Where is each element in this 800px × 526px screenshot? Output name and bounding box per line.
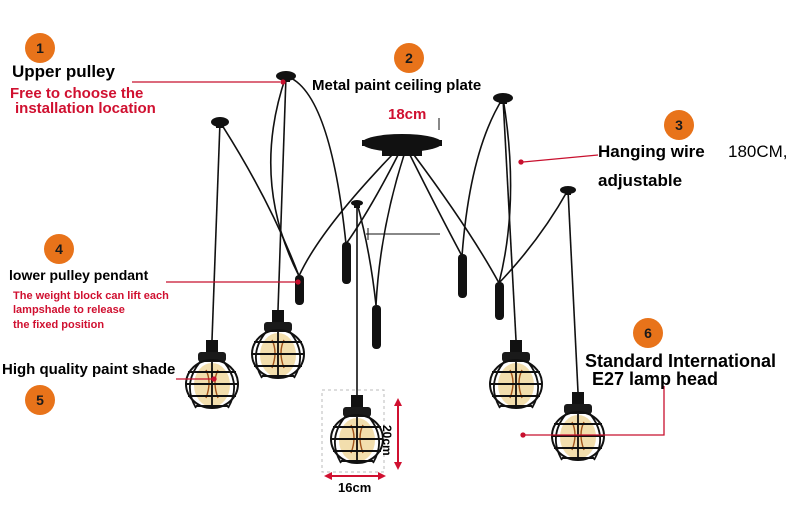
badge-5: 5 [25,385,55,415]
shade-label: High quality paint shade [2,361,176,378]
badge-4: 4 [44,234,74,264]
upper-pulley-note-line1: Free to choose the [10,85,144,102]
badge-1: 1 [25,33,55,63]
lamp-head-label-line2: E27 lamp head [592,369,719,389]
lower-pulley-note-line2: lampshade to release [13,304,125,316]
lamp-cage [330,394,384,464]
lamp-cage [185,339,239,409]
ceiling-plate [362,134,442,156]
upper-pulley-note-line2: installation location [15,100,156,117]
upper-pulleys [211,71,576,208]
badge-6: 6 [633,318,663,348]
lower-pulley-label: lower pulley pendant [9,267,149,283]
hanging-wire-length: 180CM, [728,142,788,161]
hanging-wires [211,75,579,395]
lower-pulley-note-line1: The weight block can lift each [13,290,169,302]
badge-3: 3 [664,110,694,140]
lamp-head-label-line1: Standard International [585,351,777,371]
hanging-wire-adjustable: adjustable [598,171,683,190]
plate-size-ticks [366,118,440,240]
leader-lines [132,79,665,438]
lower-pulley-note-line3: the fixed position [13,319,105,331]
hanging-wire-label: Hanging wire [598,142,705,161]
lamp-cage [489,339,543,409]
weight-blocks [295,242,504,349]
lamp-cage [251,309,305,379]
plate-size-label: 18cm [388,106,427,123]
upper-pulley-label: Upper pulley [12,62,115,81]
dimension-marks [321,389,402,480]
badge-2: 2 [394,43,424,73]
dimension-width-label: 16cm [338,480,372,495]
lamp-cage [551,391,605,461]
dimension-height-label: 20cm [380,425,394,456]
ceiling-plate-label: Metal paint ceiling plate [312,77,482,94]
